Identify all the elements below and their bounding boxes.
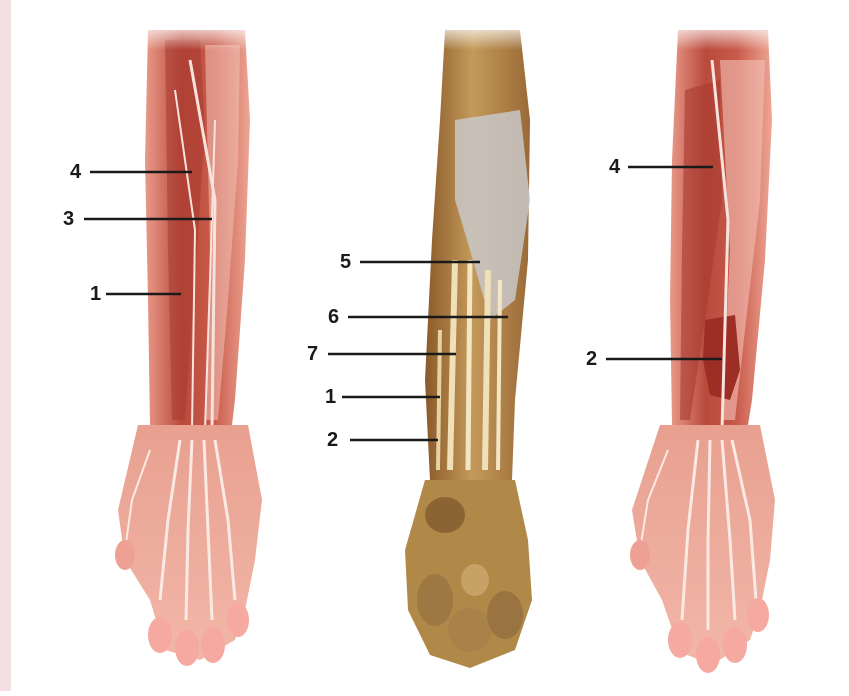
label-middle-7: 7 [307,343,318,365]
right-forearm-specimen [630,30,775,673]
label-right-4: 4 [609,156,621,178]
label-middle-5: 5 [340,251,351,273]
label-middle-2: 2 [327,429,338,451]
label-middle-6: 6 [328,306,339,328]
label-right-2: 2 [586,348,597,370]
middle-forearm-specimen [405,30,532,668]
side-strip [0,0,11,691]
label-left-1: 1 [90,283,101,305]
label-left-4: 4 [70,161,82,183]
label-left-3: 3 [63,208,74,230]
label-middle-1: 1 [325,386,336,408]
left-forearm-specimen [115,30,262,666]
